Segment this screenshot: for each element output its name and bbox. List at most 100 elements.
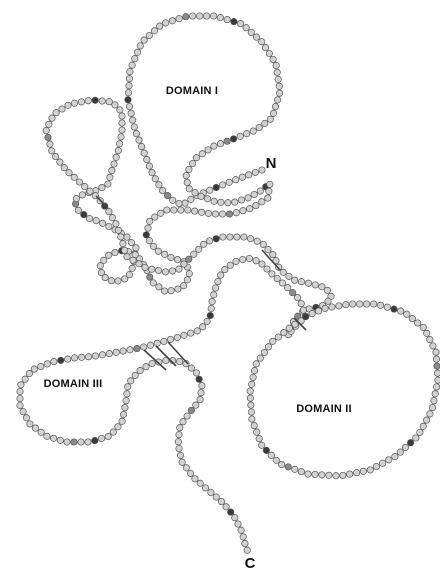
residue: [182, 360, 190, 368]
residue: [114, 147, 122, 155]
residue: [206, 186, 214, 194]
residue: [173, 333, 181, 341]
residue: [250, 190, 258, 199]
residue: [160, 337, 168, 345]
residue: [289, 289, 297, 297]
residue: [252, 33, 261, 41]
residue: [291, 276, 299, 284]
residue: [227, 508, 235, 516]
residue: [140, 36, 148, 44]
residue: [174, 438, 182, 446]
residue: [109, 428, 117, 436]
residue: [185, 255, 193, 263]
residue: [252, 257, 260, 265]
residue: [285, 324, 293, 332]
residue: [412, 434, 420, 442]
residue: [56, 158, 64, 166]
residue: [195, 245, 203, 253]
residue: [211, 210, 220, 218]
residue: [112, 348, 120, 356]
residue: [182, 13, 190, 21]
residue: [192, 401, 200, 409]
residue: [148, 359, 156, 368]
residue: [72, 195, 80, 203]
residue: [148, 169, 156, 177]
residue: [178, 458, 186, 466]
residue: [105, 98, 113, 106]
residue: [108, 214, 116, 222]
residue: [211, 284, 220, 292]
residue: [187, 406, 195, 414]
residue: [84, 97, 92, 105]
residue: [74, 206, 82, 214]
residue: [104, 180, 112, 188]
residue: [143, 156, 151, 164]
residue: [110, 160, 118, 168]
residue: [167, 253, 175, 261]
residue: [203, 317, 211, 325]
residue: [271, 103, 280, 111]
residue: [180, 331, 188, 339]
residue: [148, 265, 156, 273]
residue: [212, 235, 220, 243]
residue: [356, 300, 364, 308]
residue: [175, 265, 183, 273]
residue: [107, 277, 115, 285]
residue: [258, 38, 266, 46]
residue: [284, 463, 292, 471]
residue: [42, 127, 50, 135]
residue: [407, 439, 415, 447]
residue: [280, 329, 288, 337]
residue: [37, 428, 45, 436]
residue: [238, 173, 246, 181]
residue: [414, 319, 422, 327]
residue: [230, 18, 238, 26]
residue: [197, 389, 205, 397]
residue: [98, 184, 106, 192]
residue: [179, 418, 187, 426]
residue: [359, 467, 367, 475]
residue: [428, 403, 437, 412]
residue: [106, 173, 114, 181]
residue: [291, 320, 299, 328]
residue: [91, 352, 100, 360]
residue: [177, 206, 185, 214]
disulfide-bond: [143, 349, 167, 371]
residue: [342, 301, 350, 309]
residue: [247, 28, 255, 36]
residue: [203, 195, 212, 203]
residue: [232, 209, 240, 217]
residue: [192, 154, 200, 162]
residue: [207, 488, 215, 497]
residue: [198, 208, 206, 216]
residue: [86, 187, 94, 195]
residue: [236, 132, 244, 140]
residue: [433, 383, 440, 391]
residue: [195, 375, 203, 383]
residue: [185, 270, 193, 278]
residue: [252, 202, 260, 210]
residue: [118, 119, 126, 127]
residue: [193, 327, 201, 335]
residue: [258, 166, 266, 174]
residue: [262, 446, 270, 454]
residue: [140, 149, 148, 157]
domain-2-label: DOMAIN II: [296, 403, 352, 415]
residue: [237, 196, 246, 204]
residue: [276, 89, 284, 97]
residue: [255, 435, 263, 443]
residue: [232, 176, 240, 184]
residue: [260, 348, 268, 357]
residue: [297, 278, 306, 286]
residue: [243, 546, 251, 554]
residue: [144, 224, 152, 232]
residue: [432, 348, 440, 356]
residue: [16, 387, 24, 396]
residue: [243, 130, 251, 138]
residue: [16, 394, 24, 403]
residue: [385, 456, 393, 464]
residue: [52, 109, 60, 117]
residue: [70, 99, 79, 107]
residue: [204, 209, 213, 217]
residue: [105, 208, 113, 216]
